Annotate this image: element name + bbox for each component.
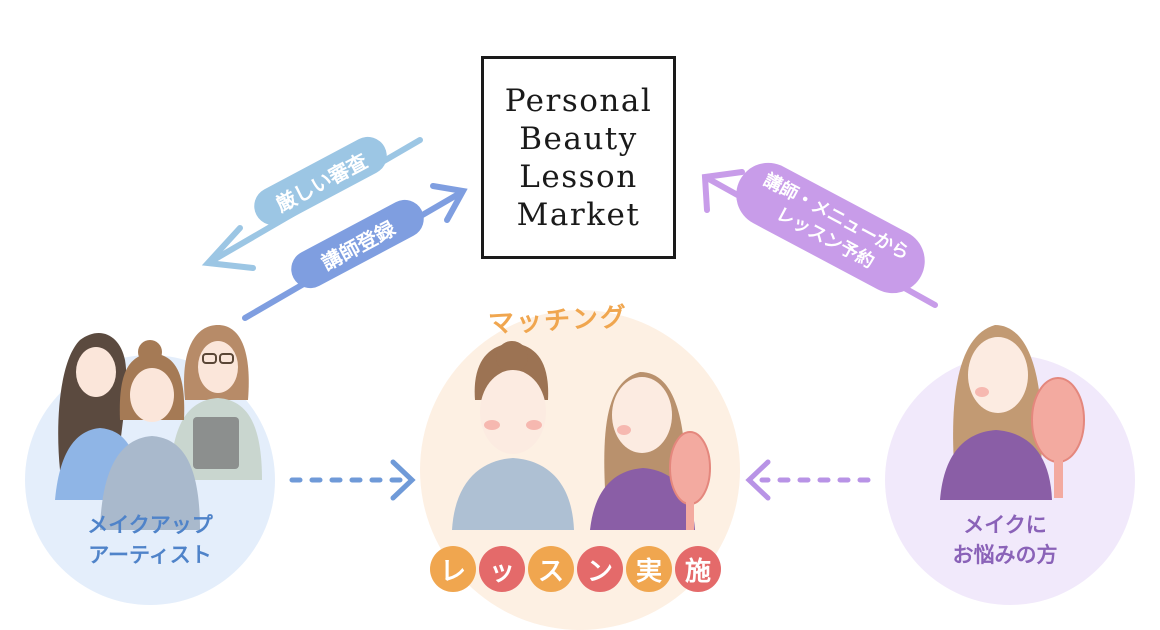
client-to-lesson-arrow — [745, 459, 871, 501]
lesson-char: 実 — [626, 546, 672, 592]
artists-label-line2: アーティスト — [88, 543, 212, 567]
artists-illustration — [55, 325, 262, 530]
lesson-illustration — [452, 341, 711, 530]
logo-line-3: Lesson — [519, 158, 638, 195]
client-label-line1: メイクに — [963, 513, 1047, 537]
lesson-char: ン — [577, 546, 623, 592]
client-illustration — [940, 325, 1085, 500]
artists-label: メイクアップ アーティスト — [40, 510, 260, 570]
client-label: メイクに お悩みの方 — [895, 510, 1115, 570]
brand-logo: Personal Beauty Lesson Market — [481, 56, 676, 259]
matching-label: マッチング — [487, 302, 629, 340]
logo-line-1: Personal — [504, 82, 653, 119]
artists-to-lesson-arrow — [289, 459, 416, 501]
lesson-char: ッ — [479, 546, 525, 592]
artists-label-line1: メイクアップ — [87, 513, 213, 537]
client-label-line2: お悩みの方 — [952, 543, 1058, 567]
lesson-char: ス — [528, 546, 574, 592]
lesson-char: レ — [430, 546, 476, 592]
lesson-badge: レ ッ ス ン 実 施 — [430, 546, 721, 592]
lesson-char: 施 — [675, 546, 721, 592]
logo-line-4: Market — [516, 196, 641, 233]
logo-line-2: Beauty — [519, 120, 638, 157]
